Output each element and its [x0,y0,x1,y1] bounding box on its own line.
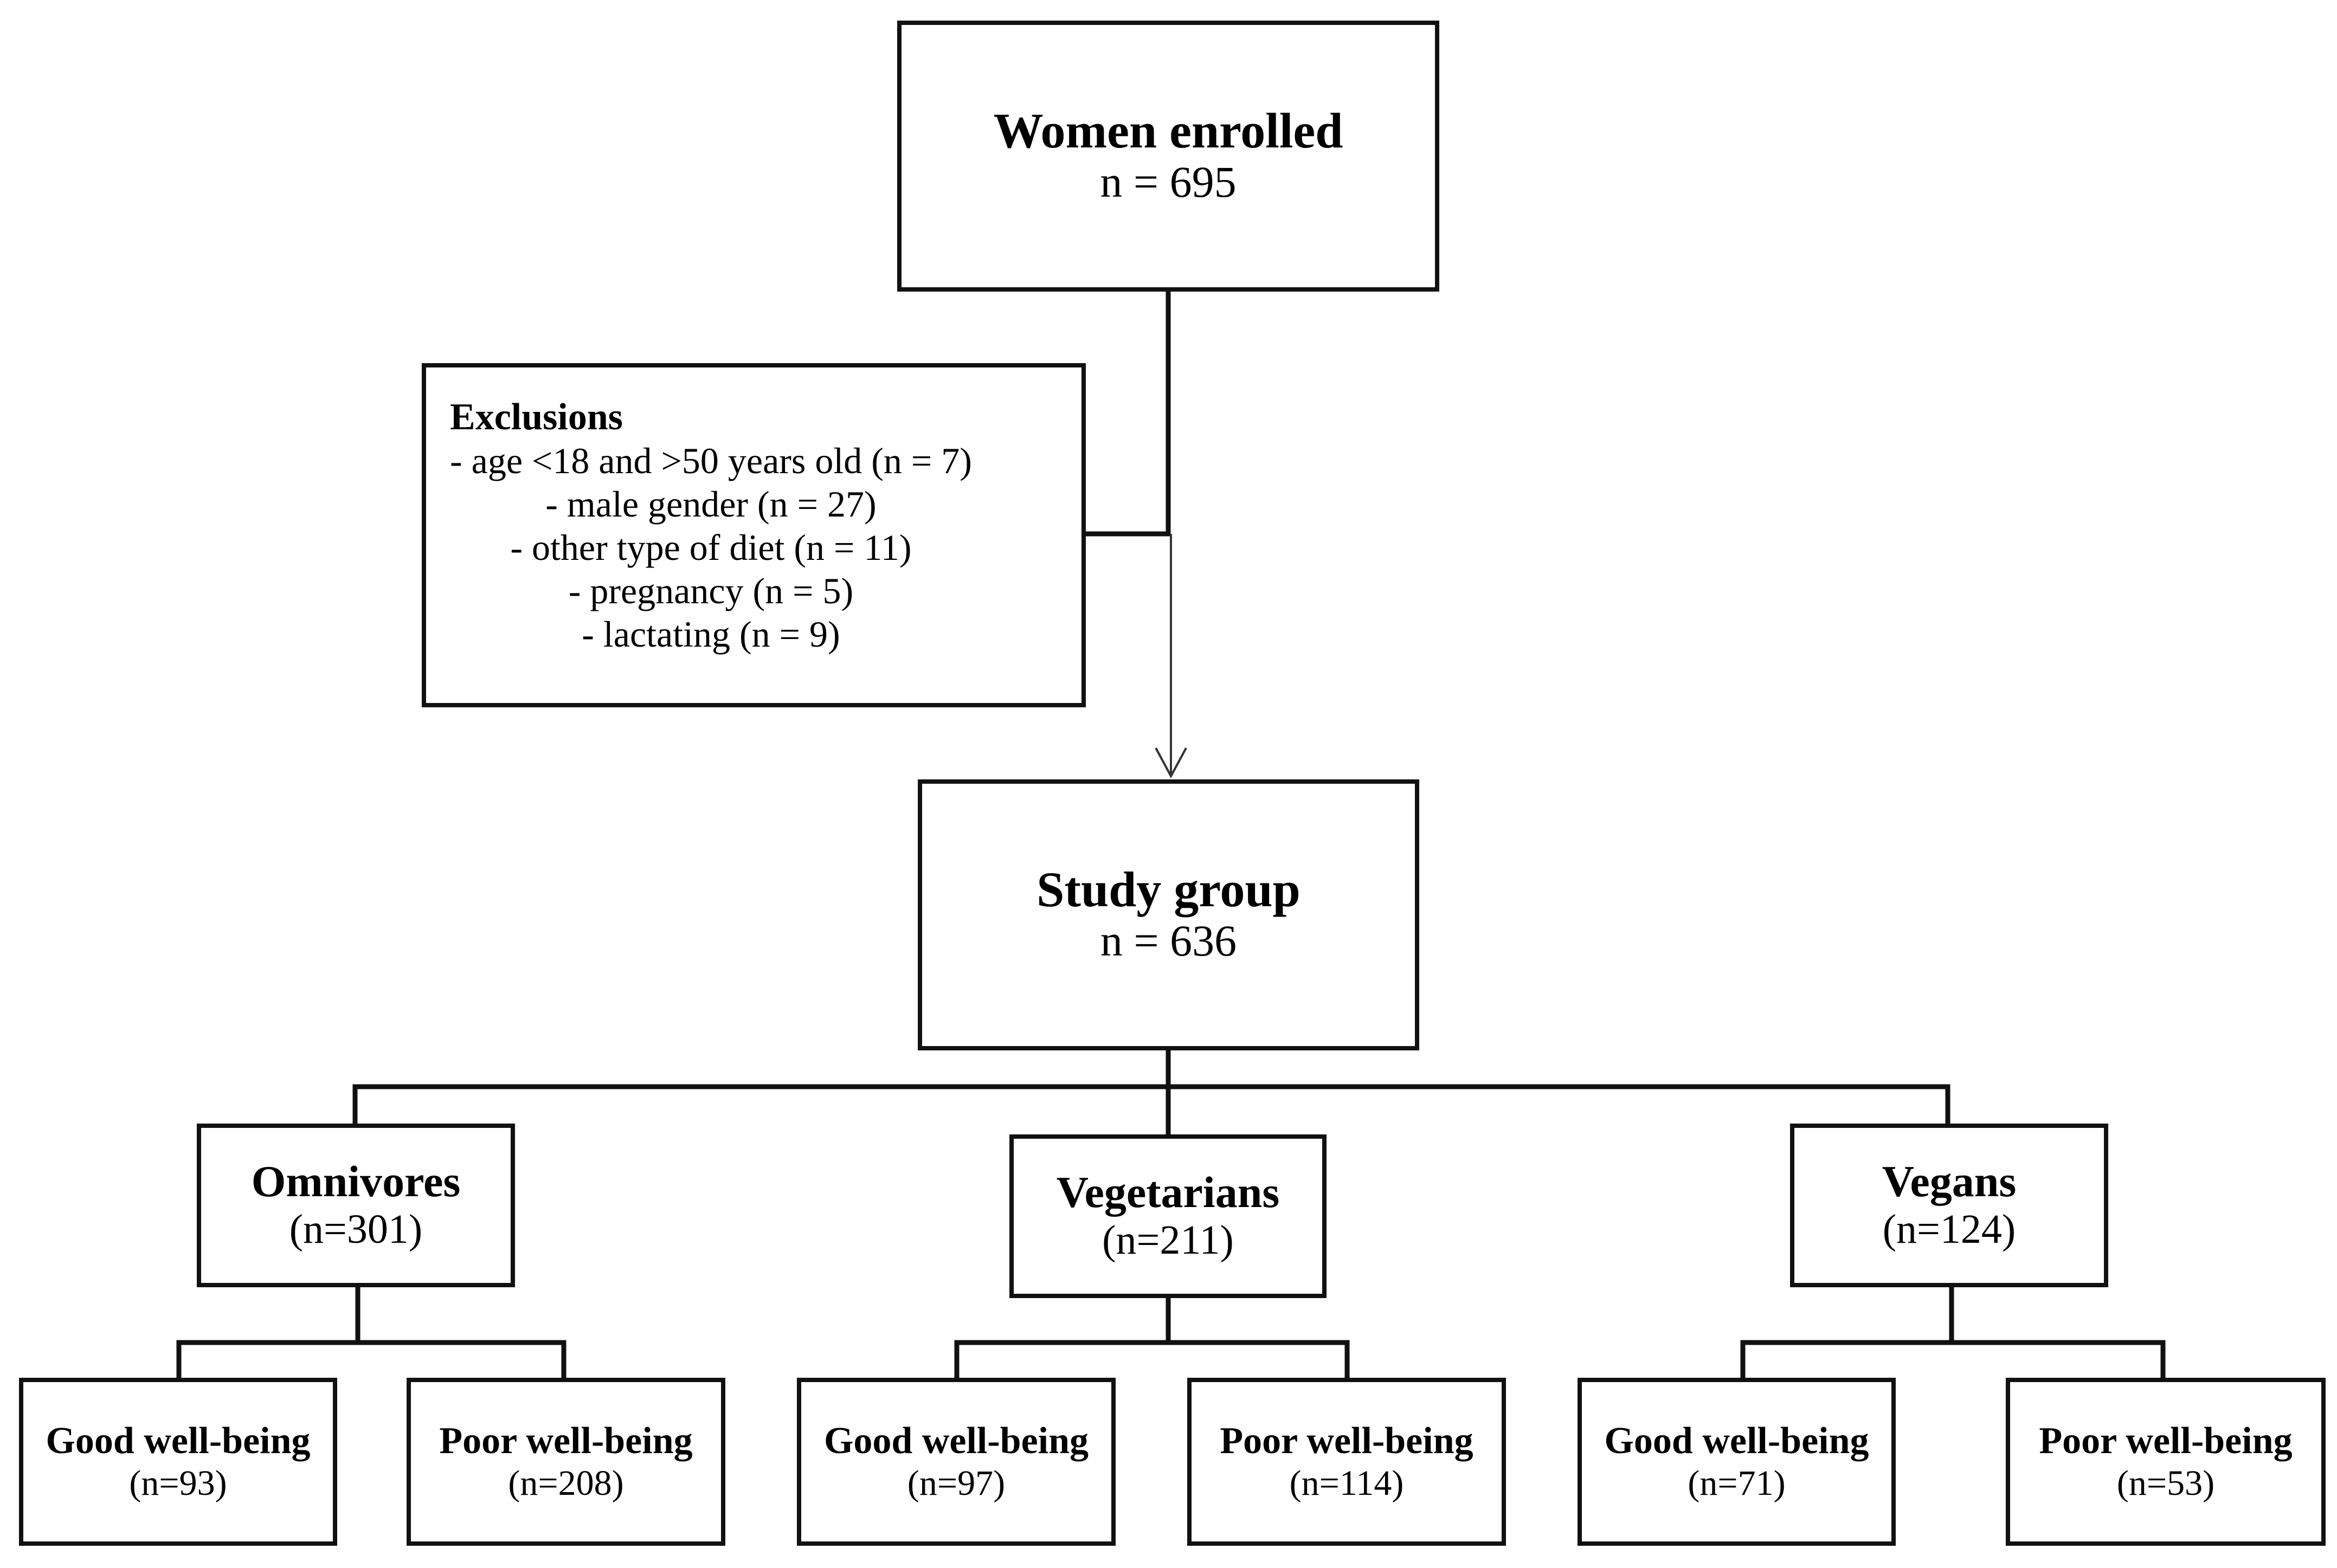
exclusions-list: - age <18 and >50 years old (n = 7) - ma… [450,439,972,656]
omnivores-box: Omnivores (n=301) [197,1124,515,1287]
exclusion-male-gender: - male gender (n = 27) [545,483,877,525]
exclusion-pregnancy: - pregnancy (n = 5) [568,570,854,611]
vegans-title: Vegans [1882,1157,2017,1206]
study-group-title: Study group [1036,861,1301,917]
vegans-box: Vegans (n=124) [1790,1124,2108,1287]
study-group-count: n = 636 [1100,916,1237,966]
vegetarians-good-wellbeing-box: Good well-being (n=97) [797,1378,1116,1546]
vegans-count: (n=124) [1882,1206,2016,1253]
omnivores-good-title: Good well-being [46,1419,311,1462]
omnivores-poor-count: (n=208) [508,1463,624,1504]
omnivores-good-count: (n=93) [129,1463,227,1504]
omnivores-count: (n=301) [289,1206,423,1253]
study-group-box: Study group n = 636 [918,779,1419,1050]
exclusion-other-diet: - other type of diet (n = 11) [510,527,912,568]
exclusion-lactating: - lactating (n = 9) [582,614,840,655]
omnivores-poor-title: Poor well-being [439,1419,693,1462]
exclusions-box: Exclusions - age <18 and >50 years old (… [422,363,1086,707]
vegans-poor-wellbeing-box: Poor well-being (n=53) [2006,1378,2326,1546]
enrolled-box: Women enrolled n = 695 [897,21,1439,292]
enrolled-title: Women enrolled [993,102,1343,158]
omnivores-poor-wellbeing-box: Poor well-being (n=208) [407,1378,725,1546]
vegetarians-good-title: Good well-being [823,1419,1089,1462]
vegetarians-box: Vegetarians (n=211) [1009,1134,1327,1298]
vegans-poor-title: Poor well-being [2039,1419,2293,1462]
vegetarians-title: Vegetarians [1056,1167,1280,1217]
vegetarians-good-count: (n=97) [907,1463,1006,1504]
exclusions-title: Exclusions [450,396,623,438]
vegans-good-count: (n=71) [1688,1463,1786,1504]
arrowhead-icon [1155,747,1187,779]
exclusion-age: - age <18 and >50 years old (n = 7) [450,440,972,481]
vegetarians-poor-count: (n=114) [1289,1463,1404,1504]
vegans-good-wellbeing-box: Good well-being (n=71) [1578,1378,1896,1546]
vegans-good-title: Good well-being [1604,1419,1869,1462]
enrolled-count: n = 695 [1100,157,1237,207]
vegetarians-count: (n=211) [1102,1217,1234,1263]
omnivores-title: Omnivores [251,1157,461,1206]
vegetarians-poor-title: Poor well-being [1220,1419,1473,1462]
vegetarians-poor-wellbeing-box: Poor well-being (n=114) [1187,1378,1506,1546]
omnivores-good-wellbeing-box: Good well-being (n=93) [19,1378,337,1546]
vegans-poor-count: (n=53) [2116,1463,2215,1504]
